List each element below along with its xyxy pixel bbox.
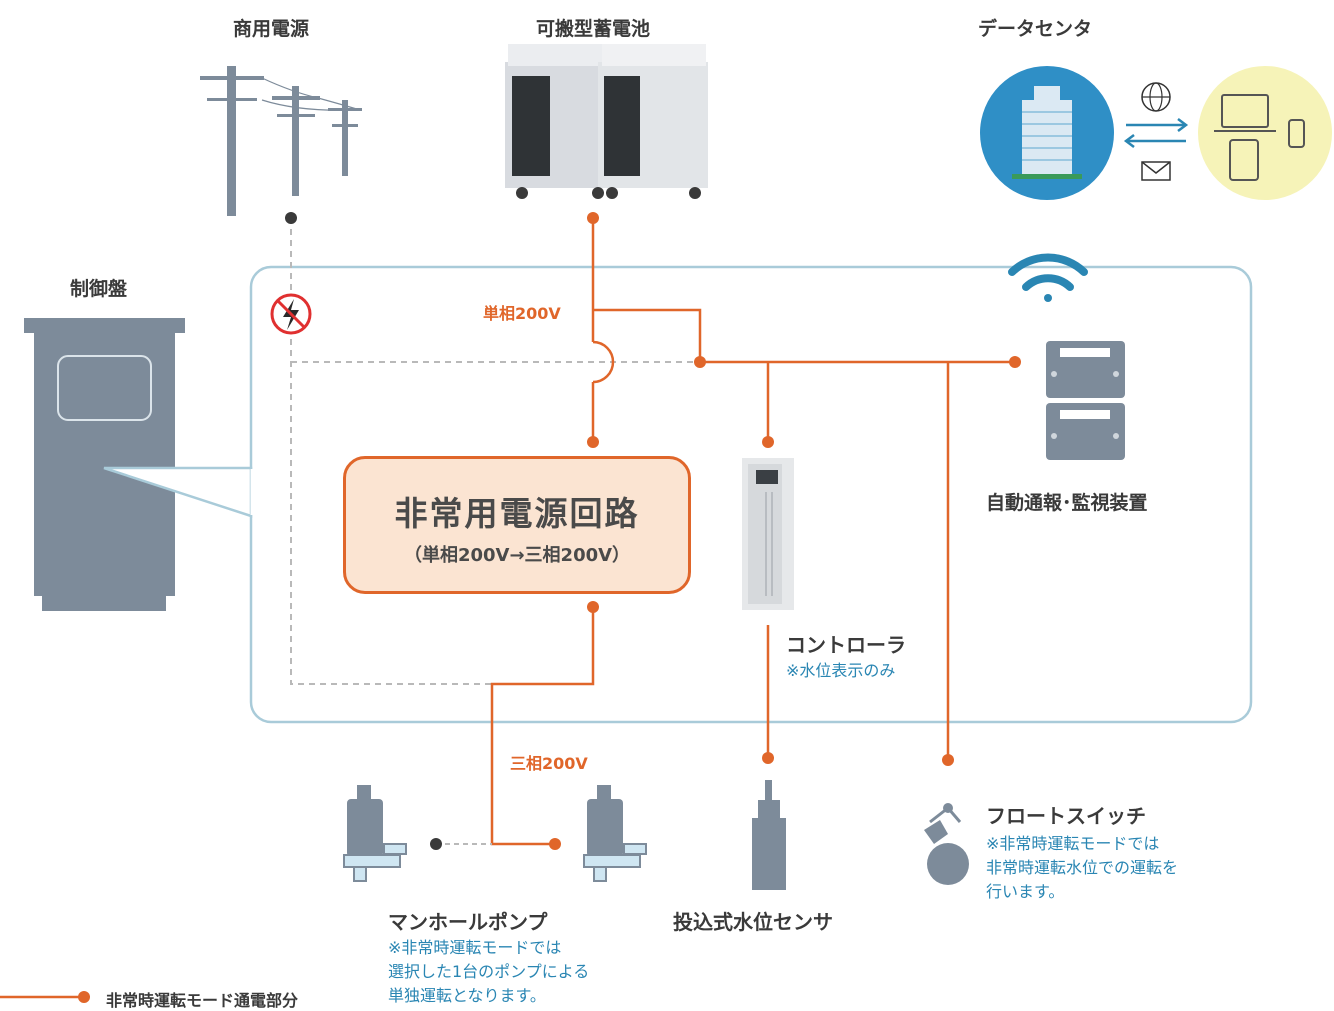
phone-icon [1288, 119, 1305, 148]
float-switch-label: フロートスイッチ [986, 804, 1146, 828]
device-bg [1198, 66, 1332, 200]
float-note-line-3: 行います。 [986, 882, 1065, 901]
emergency-circuit-box: 非常用電源回路 （単相200V→三相200V） [343, 456, 691, 594]
laptop-icon [1214, 94, 1276, 132]
sensor-icon [752, 780, 786, 890]
water-sensor-label: 投込式水位センサ [673, 910, 833, 934]
pump-icon [583, 785, 647, 882]
portable-battery-label: 可搬型蓄電池 [536, 18, 651, 40]
control-panel-label: 制御盤 [70, 278, 128, 300]
commercial-power-label: 商用電源 [233, 18, 310, 40]
pump-icon [343, 785, 407, 882]
three-phase-label: 三相200V [510, 754, 588, 773]
power-pole-icon [200, 66, 362, 216]
single-phase-label: 単相200V [483, 304, 561, 323]
legend-label: 非常時運転モード通電部分 [106, 991, 299, 1010]
no-lightning-icon [270, 293, 312, 335]
controller-label: コントローラ [786, 633, 906, 657]
datacenter-group [980, 66, 1332, 200]
pump-note-line-1: ※非常時運転モードでは [388, 938, 562, 957]
pump-note-line-3: 単独運転となります。 [388, 986, 546, 1005]
battery-unit-icon [505, 44, 708, 199]
tablet-icon [1229, 139, 1259, 181]
wifi-icon [1008, 253, 1088, 302]
circuit-subtitle: （単相200V→三相200V） [403, 545, 631, 566]
float-switch-icon [924, 803, 969, 885]
manhole-pump-label: マンホールポンプ [388, 910, 548, 934]
controller-note: ※水位表示のみ [786, 661, 896, 680]
monitor-device-icon [1046, 341, 1125, 460]
control-cabinet-icon [24, 318, 185, 611]
float-note-line-2: 非常時運転水位での運転を [986, 858, 1179, 877]
mail-icon [1141, 161, 1171, 181]
data-center-label: データセンタ [978, 18, 1093, 40]
pump-note-line-2: 選択した1台のポンプによる [388, 962, 590, 981]
circuit-title: 非常用電源回路 [394, 494, 640, 533]
float-note-line-1: ※非常時運転モードでは [986, 834, 1160, 853]
power-lines [490, 218, 1015, 846]
auto-report-label: 自動通報･監視装置 [986, 492, 1148, 514]
controller-device-icon [742, 458, 794, 610]
